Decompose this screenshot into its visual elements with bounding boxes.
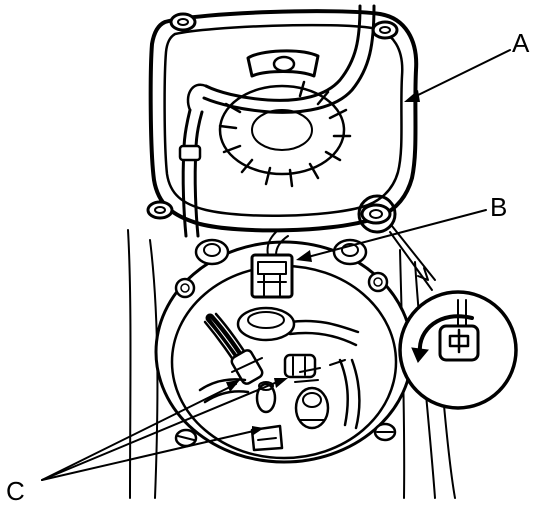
callout-label-b: B (490, 192, 507, 222)
callout-label-a: A (512, 28, 530, 58)
cover-tab (169, 12, 197, 32)
cover-tab (360, 203, 392, 225)
flange-stud (194, 238, 230, 266)
flange-bolt (367, 271, 389, 293)
fuel-pump-assembly (198, 306, 361, 452)
flange-bolt (373, 422, 397, 442)
detail-inset-lock-ring (357, 194, 518, 410)
cover-tab (371, 20, 399, 40)
electrical-connector (250, 231, 294, 299)
hose-fitting (230, 349, 264, 385)
hose-fitting (255, 381, 277, 414)
lower-clip (250, 424, 284, 452)
leader-line-b (296, 209, 487, 262)
pump-cover-plate (146, 4, 419, 238)
flange-bolt (174, 277, 196, 299)
flange-stud (332, 238, 368, 266)
pressure-regulator (294, 386, 330, 430)
lower-hose (198, 378, 250, 404)
hose-fitting (283, 353, 317, 379)
callout-label-c: C (6, 476, 25, 506)
cover-tab (146, 200, 174, 220)
leader-line-c (41, 378, 288, 481)
flange-bolt (174, 428, 198, 448)
leader-line-a (404, 49, 511, 102)
